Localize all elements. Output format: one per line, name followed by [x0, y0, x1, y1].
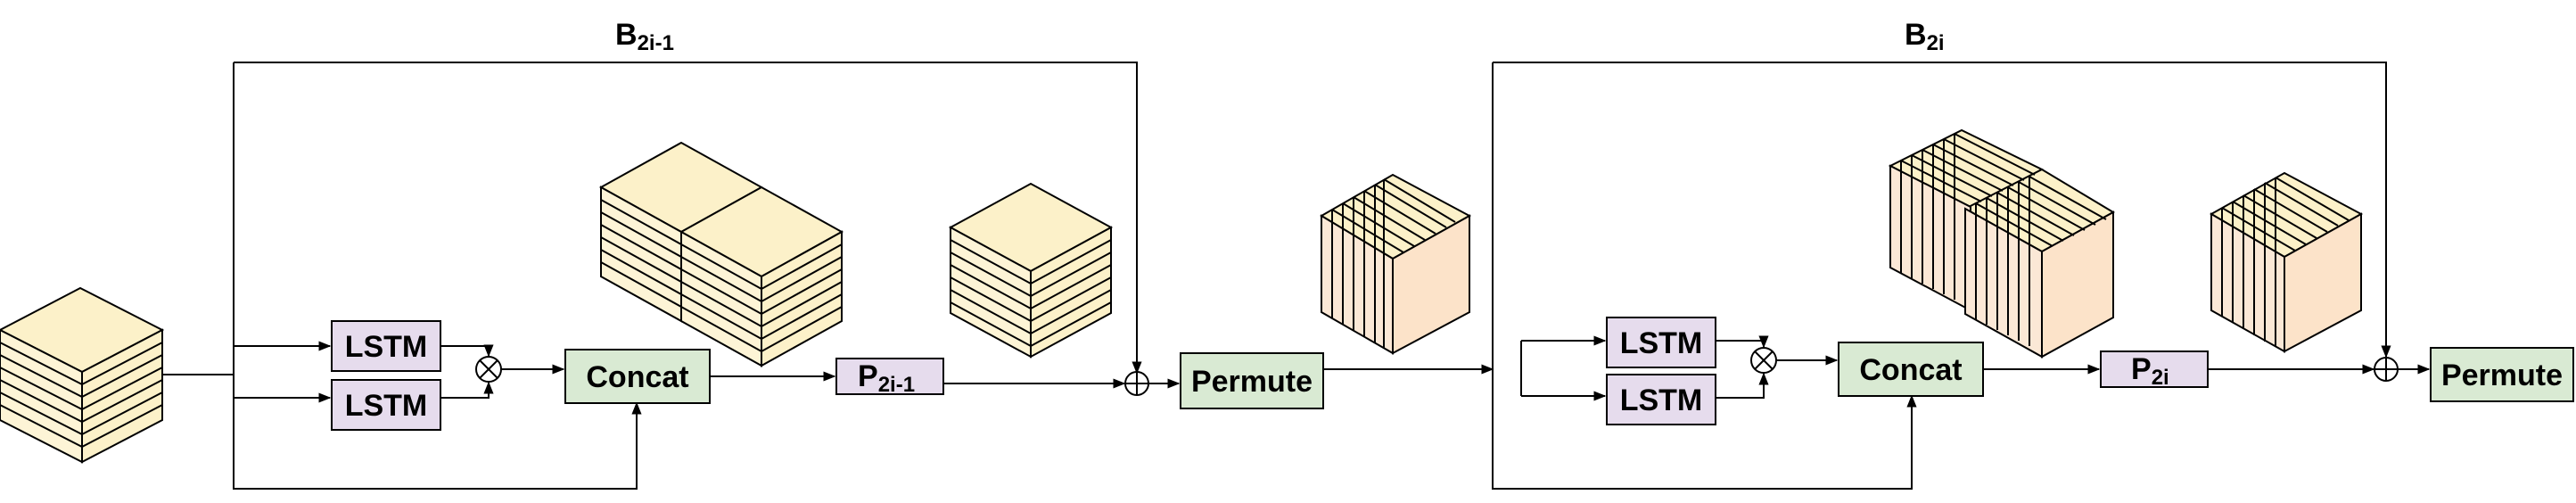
concat-label-2: Concat — [1859, 353, 1962, 387]
wire-lstm-bottom-to-mult-1 — [440, 381, 494, 399]
concat-output-cube-2 — [1888, 128, 2116, 359]
wire-lstm-top-to-mult-1 — [440, 344, 494, 358]
permutation-box-2 — [2100, 350, 2209, 388]
lstm-box-top-2 — [1606, 317, 1716, 368]
lstm-box-bottom-1 — [331, 379, 441, 431]
permute-box-2 — [2430, 347, 2574, 402]
wire-lstm-top-to-mult-2 — [1716, 335, 1769, 349]
lstm-label-top-1: LSTM — [345, 330, 428, 364]
wire-lstm-bottom-to-mult-2 — [1716, 372, 1769, 399]
block-title-2: B2i — [1905, 18, 1945, 55]
concat-box-2 — [1838, 342, 1984, 397]
concat-label-1: Concat — [586, 360, 688, 394]
concat-box-1 — [564, 349, 711, 404]
circle-plus-icon — [1124, 371, 1149, 396]
permutation-label-1: P2i-1 — [858, 359, 915, 397]
residual-wire-2 — [1493, 62, 2391, 359]
input-tensor-cube — [0, 286, 165, 464]
residual-wire-1 — [234, 62, 1142, 375]
lstm-box-bottom-2 — [1606, 374, 1716, 425]
lstm-label-bottom-1: LSTM — [345, 389, 428, 423]
concat-output-cube — [598, 141, 844, 367]
circle-plus-icon — [2374, 357, 2399, 382]
circle-times-icon — [475, 356, 502, 383]
circle-times-icon — [1750, 347, 1777, 374]
permuted-tensor-cube-2 — [2209, 171, 2364, 353]
permutation-label-2: P2i — [2131, 352, 2169, 390]
lstm-box-top-1 — [331, 320, 441, 372]
permute-label-2: Permute — [2441, 359, 2563, 392]
lstm-label-top-2: LSTM — [1620, 326, 1703, 360]
permutation-box-1 — [835, 358, 944, 395]
permuted-tensor-cube — [948, 182, 1114, 359]
bypass-to-concat-wire — [233, 62, 642, 490]
bypass-to-concat-wire-2 — [1492, 62, 1917, 490]
block-title-1: B2i-1 — [615, 18, 674, 55]
lstm-label-bottom-2: LSTM — [1620, 383, 1703, 417]
intermediate-tensor-cube — [1320, 173, 1472, 355]
permute-box-1 — [1180, 352, 1324, 409]
permute-label-1: Permute — [1191, 365, 1313, 399]
